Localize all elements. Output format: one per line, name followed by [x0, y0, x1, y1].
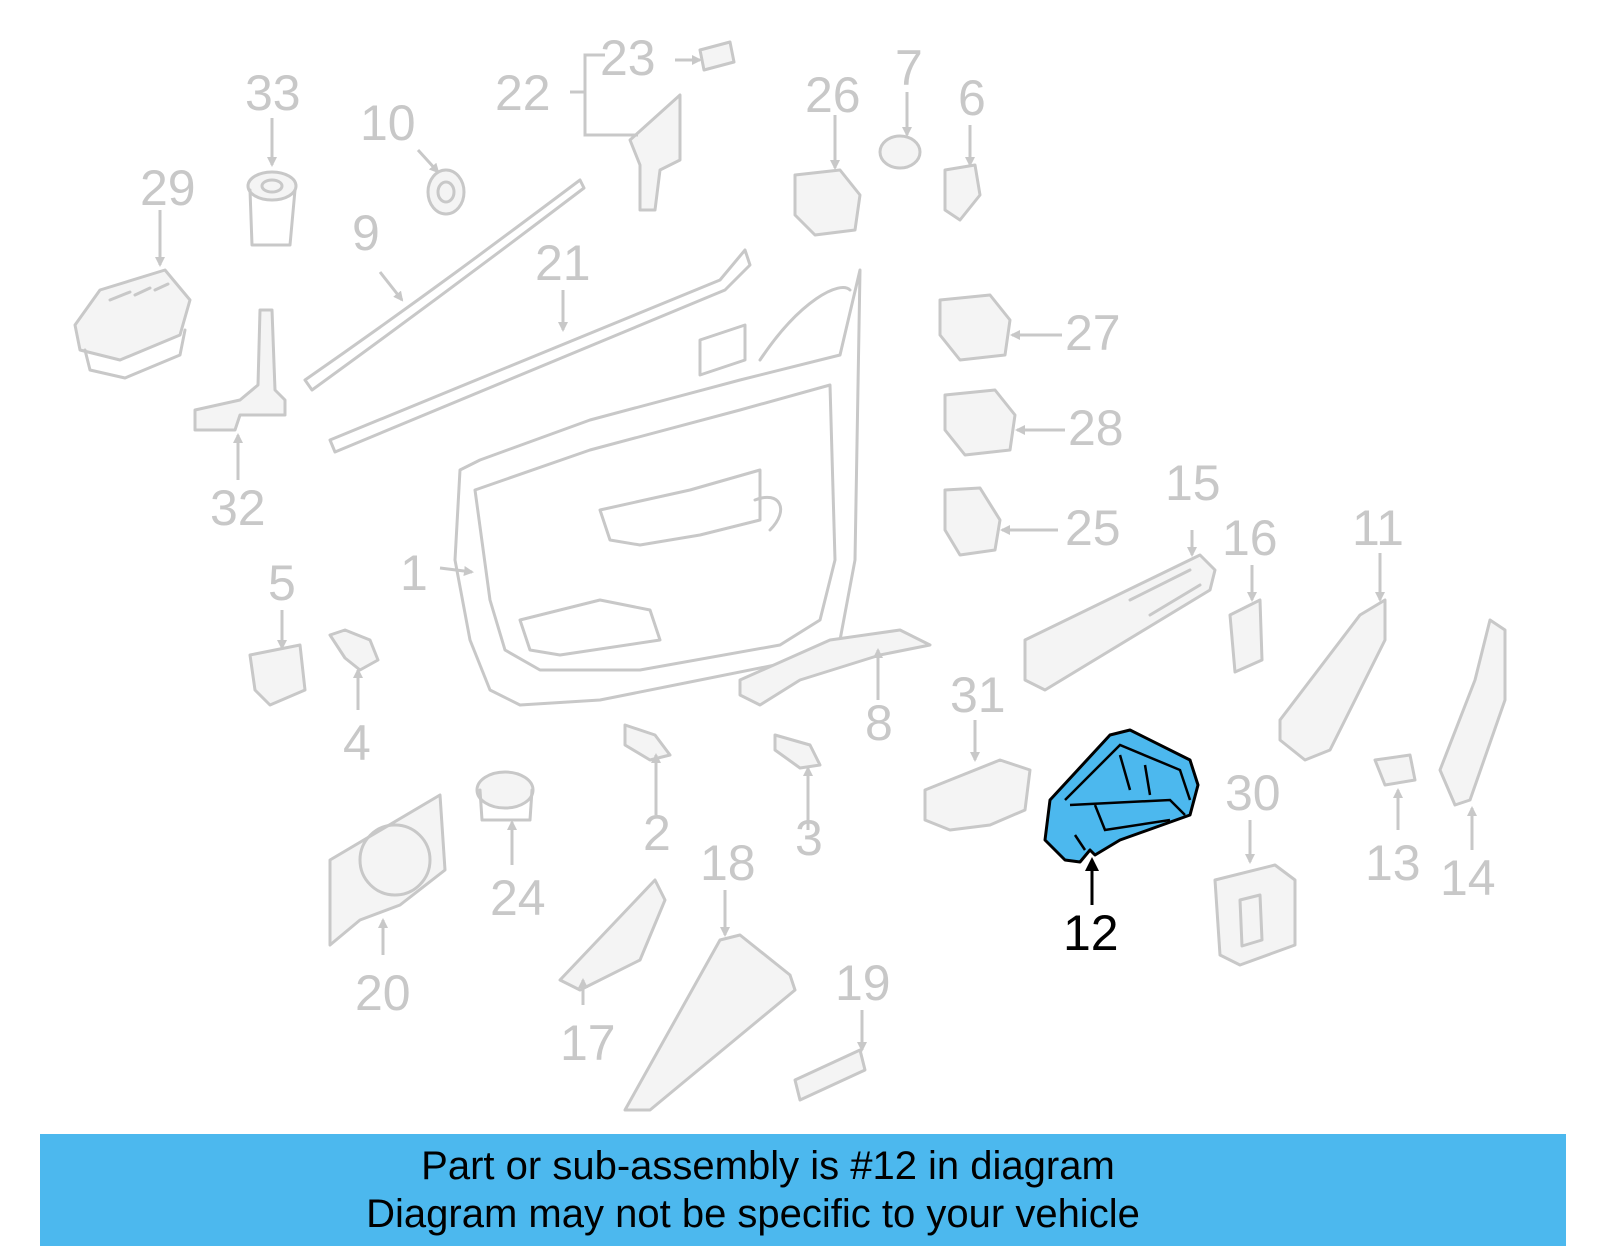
part-3-screw	[773, 733, 822, 770]
callout-8: 8	[865, 695, 893, 751]
callout-33: 33	[245, 65, 301, 121]
banner-line-part-number: Part or sub-assembly is #12 in diagram	[421, 1144, 1115, 1188]
callout-9: 9	[352, 205, 380, 261]
part-11-handle	[1278, 598, 1387, 762]
callout-31: 31	[950, 667, 1006, 723]
part-14-trim	[1438, 618, 1507, 807]
callout-labels: 1 2 3 4 5 6 7 8 9 10 11 12 13 14 15 16 1…	[140, 30, 1496, 1071]
part-18-grille	[623, 933, 797, 1112]
callout-18: 18	[700, 835, 756, 891]
part-29-switch	[73, 268, 192, 380]
leader-lines	[155, 53, 1477, 1052]
part-13-clip	[1373, 753, 1417, 787]
banner-line-disclaimer: Diagram may not be specific to your vehi…	[366, 1192, 1140, 1236]
info-banner: Part or sub-assembly is #12 in diagram D…	[40, 1134, 1566, 1246]
part-26-switch	[793, 168, 862, 237]
part-27-switch	[938, 293, 1012, 362]
part-33-clip	[246, 170, 298, 247]
part-6-clip	[943, 163, 982, 222]
part-5-clip	[248, 643, 307, 707]
callout-7: 7	[895, 40, 923, 96]
part-21-beltline-strip	[328, 248, 752, 454]
part-17-grille	[558, 878, 667, 992]
part-19-cap	[793, 1048, 867, 1102]
callout-5: 5	[268, 555, 296, 611]
part-16-cover	[1228, 598, 1264, 674]
part-28-switch	[943, 388, 1017, 457]
callout-12[interactable]: 12	[1063, 905, 1119, 961]
part-12-highlighted[interactable]	[1043, 728, 1200, 864]
part-4-pushpin	[328, 628, 380, 672]
callout-24: 24	[490, 870, 546, 926]
callout-17: 17	[560, 1015, 616, 1071]
callout-15: 15	[1165, 455, 1221, 511]
callout-1: 1	[400, 545, 428, 601]
parts-diagram: 1 2 3 4 5 6 7 8 9 10 11 12 13 14 15 16 1…	[73, 30, 1507, 1112]
callout-21: 21	[535, 235, 591, 291]
callout-20: 20	[355, 965, 411, 1021]
callout-10: 10	[360, 95, 416, 151]
part-20-speaker-bracket	[328, 793, 447, 947]
callout-19: 19	[835, 955, 891, 1011]
callout-22: 22	[495, 65, 551, 121]
callout-11: 11	[1352, 500, 1404, 556]
part-32-bracket	[193, 308, 287, 432]
callout-30: 30	[1225, 765, 1281, 821]
part-2-screw	[623, 723, 672, 762]
part-31-handle	[923, 758, 1032, 832]
callout-25: 25	[1065, 500, 1121, 556]
part-9-molding	[303, 178, 586, 392]
callout-29: 29	[140, 160, 196, 216]
callout-26: 26	[805, 67, 861, 123]
part-22-mirror-cover	[628, 40, 736, 212]
callout-6: 6	[958, 70, 986, 126]
part-30-switch	[1213, 863, 1297, 967]
part-1-door-panel	[453, 268, 862, 707]
callout-14: 14	[1440, 850, 1496, 906]
callout-27: 27	[1065, 305, 1121, 361]
callout-28: 28	[1068, 400, 1124, 456]
part-7-clip	[878, 134, 922, 170]
callout-23: 23	[600, 30, 656, 86]
part-25-switch	[943, 486, 1002, 557]
callout-2: 2	[643, 805, 671, 861]
callout-13: 13	[1365, 835, 1421, 891]
callout-16: 16	[1222, 510, 1278, 566]
part-15-bezel	[1023, 553, 1217, 692]
callout-3: 3	[795, 810, 823, 866]
part-8-armrest	[738, 628, 932, 707]
part-10-grommet	[426, 168, 466, 216]
callout-32: 32	[210, 480, 266, 536]
part-24-knob	[475, 770, 535, 822]
callout-4: 4	[343, 715, 371, 771]
